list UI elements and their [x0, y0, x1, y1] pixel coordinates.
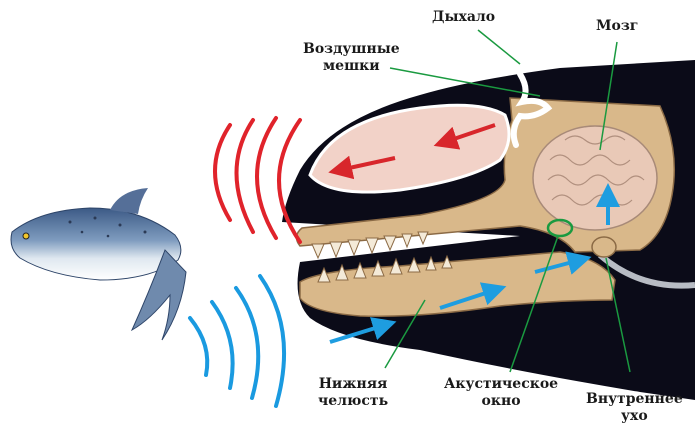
emitted-sound-waves — [215, 118, 300, 242]
label-air-sacs: Воздушные мешки — [303, 41, 400, 75]
label-brain: Мозг — [596, 18, 638, 35]
label-lower-jaw: Нижняя челюсть — [318, 376, 388, 410]
fish — [11, 188, 186, 340]
label-inner-ear: Внутреннее ухо — [586, 391, 683, 425]
label-acoustic-window: Акустическое окно — [444, 376, 558, 410]
brain — [533, 126, 657, 230]
inner-ear — [592, 237, 616, 257]
echo-sound-waves — [190, 276, 284, 406]
pointer-blowhole — [478, 30, 520, 64]
fish-eye — [23, 233, 29, 239]
fish-dorsal-fin — [110, 188, 148, 214]
label-blowhole: Дыхало — [432, 9, 495, 26]
